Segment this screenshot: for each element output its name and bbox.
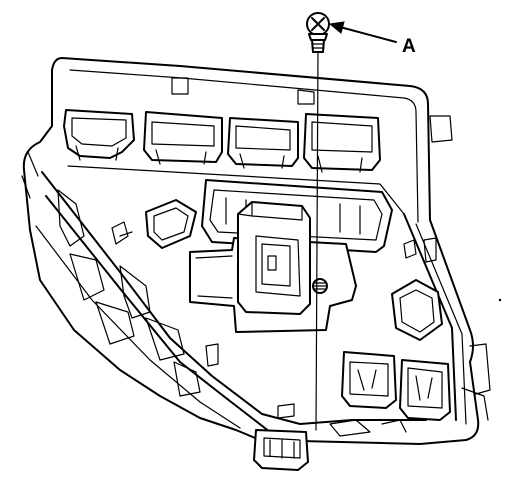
screw-hole <box>312 278 328 294</box>
top-connector-2 <box>143 111 223 165</box>
top-connector-1 <box>63 109 135 161</box>
bottom-connector <box>253 429 309 471</box>
right-connector-upper <box>391 279 443 341</box>
callout-a: A <box>328 21 416 57</box>
top-connector-4 <box>303 113 381 173</box>
right-connector-lower-2 <box>399 359 451 421</box>
right-connector-lower-1 <box>341 351 397 409</box>
callout-label-a: A <box>402 36 416 57</box>
screw-guide-line <box>315 51 319 431</box>
callout-arrowhead-icon <box>328 21 345 34</box>
relay-unit <box>237 201 311 315</box>
top-connector-3 <box>227 117 299 169</box>
top-rim-tabs <box>171 77 315 105</box>
left-connector <box>145 199 197 249</box>
screw <box>306 12 330 53</box>
